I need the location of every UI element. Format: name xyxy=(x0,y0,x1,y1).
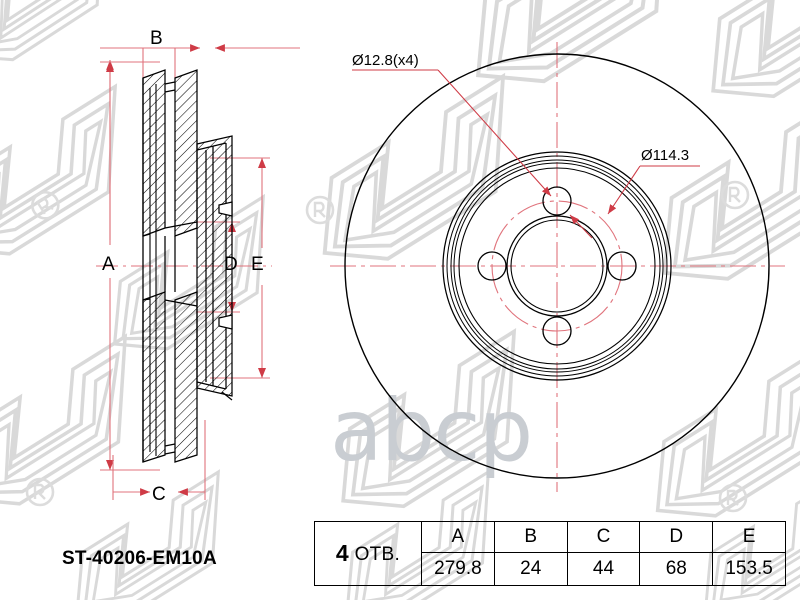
holes-word-label: ОТВ. xyxy=(354,544,401,565)
dimension-E xyxy=(210,157,270,379)
dimension-label-E: E xyxy=(251,254,264,275)
bolt-hole xyxy=(477,251,507,281)
table-header-B: B xyxy=(493,521,568,553)
dimension-label-A: A xyxy=(102,254,115,275)
table-value-C: 44 xyxy=(566,552,641,586)
leader-hole-dia xyxy=(352,69,593,239)
holes-count-cell: 4 ОТВ. xyxy=(314,521,422,586)
bolt-hole xyxy=(542,316,572,346)
table-header-E: E xyxy=(712,521,786,553)
bolt-hole xyxy=(607,251,637,281)
callout-hole-diameter: Ø12.8(x4) xyxy=(352,52,419,69)
table-value-E: 153.5 xyxy=(712,552,786,586)
dimension-label-B: B xyxy=(150,28,163,49)
bolt-hole xyxy=(542,186,572,216)
table-header-D: D xyxy=(639,521,714,553)
dimension-B xyxy=(100,44,300,78)
hub-bore xyxy=(506,215,608,317)
dimension-A xyxy=(100,60,160,471)
bolt-circle xyxy=(491,200,623,332)
brake-disc-section-view xyxy=(142,69,233,463)
callout-bolt-circle-diameter: Ø114.3 xyxy=(641,147,690,164)
disc-outer-edge xyxy=(344,53,770,479)
table-value-D: 68 xyxy=(639,552,714,586)
table-value-B: 24 xyxy=(493,552,568,586)
holes-count-value: 4 xyxy=(335,540,349,566)
dimension-label-C: C xyxy=(152,484,166,505)
brake-disc-face-view xyxy=(330,42,785,492)
table-header-C: C xyxy=(566,521,641,553)
leader-pcd xyxy=(607,165,700,215)
dimension-label-D: D xyxy=(224,254,238,275)
table-header-A: A xyxy=(421,521,495,553)
specification-table: 4 ОТВ. A B C D E 279.8 24 44 68 153.5 xyxy=(314,521,786,586)
part-number-label: ST-40206-EM10A xyxy=(62,548,217,569)
dimension-C xyxy=(112,420,206,500)
table-value-A: 279.8 xyxy=(421,552,495,586)
table-row-values: 279.8 24 44 68 153.5 xyxy=(315,552,786,586)
table-row-headers: 4 ОТВ. A B C D E xyxy=(314,521,786,586)
